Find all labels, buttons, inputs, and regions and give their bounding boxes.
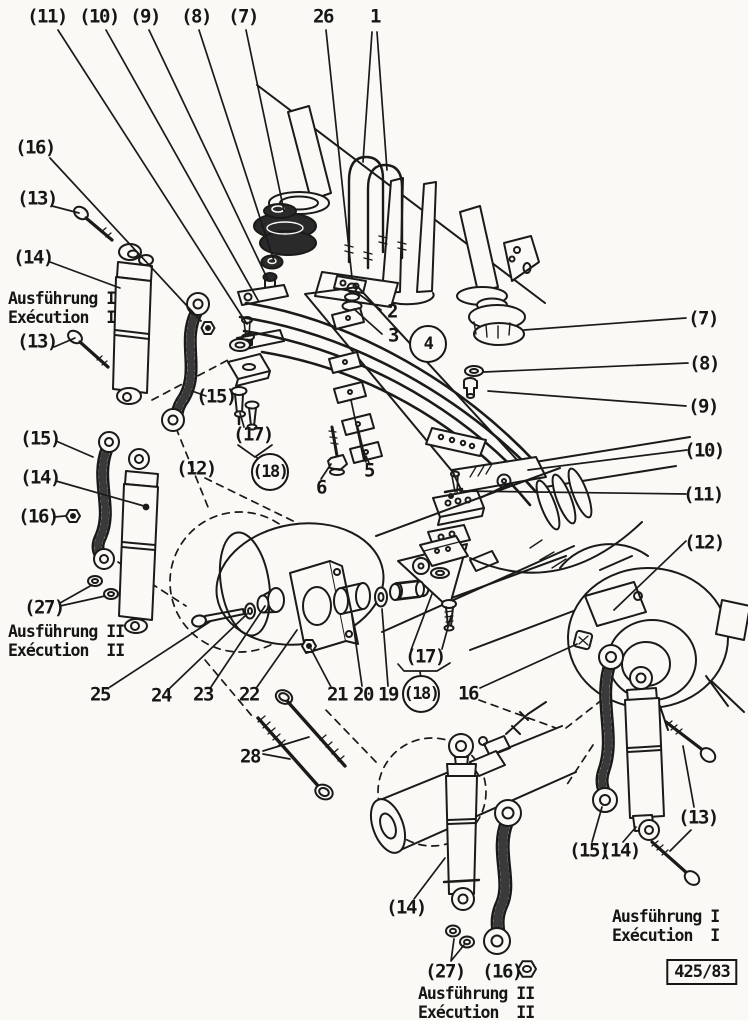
frame-bracket-plate [503, 235, 540, 282]
shock-absorber-upper-left [112, 243, 154, 405]
part-callout-18: (18) [402, 675, 440, 713]
part-callout-18: (18) [251, 453, 289, 491]
fork-bracket [483, 701, 547, 757]
part-callout-13: (13) [17, 187, 58, 210]
spring-clamp-pads [328, 307, 383, 464]
part-callout-3: 3 [388, 324, 399, 347]
part-callout-9: (9) [688, 395, 719, 418]
part-callout-4: 4 [409, 325, 447, 363]
part-callout-9: (9) [130, 5, 161, 28]
part-callout-16: (16) [18, 505, 59, 528]
torque-arm-mid-left [91, 431, 120, 570]
part-callout-16: 16 [458, 682, 479, 705]
part-callout-15: (15) [569, 839, 610, 862]
part-callout-16: (16) [482, 960, 523, 983]
shock-absorber-bottom-right [624, 666, 665, 841]
part-callout-425-83: 425/83 [666, 959, 738, 985]
part-callout-28: 28 [240, 745, 261, 768]
part-callout-12: (12) [684, 531, 725, 554]
shock-bolt-13-right-upper [664, 720, 717, 763]
u-bolts [344, 155, 407, 270]
part-callout-16: (16) [15, 136, 56, 159]
rubber-barrel-20 [333, 582, 371, 615]
clamp-bolt-6 [327, 425, 348, 476]
rear-center-bolt-11 [443, 470, 464, 499]
part-callout-24: 24 [151, 684, 172, 707]
part-callout-14: (14) [13, 246, 54, 269]
cone-bushing-23 [256, 587, 285, 614]
torque-arm-upper-left [161, 292, 210, 432]
washer-19 [374, 586, 388, 608]
spring-hanger-blades [380, 177, 437, 306]
part-callout-14: (14) [20, 466, 61, 489]
part-callout-14: (14) [386, 896, 427, 919]
nut-16-bottom [517, 960, 537, 978]
part-callout-20: 20 [353, 683, 374, 706]
part-callout-15: (15) [20, 427, 61, 450]
part-callout-11: (11) [27, 5, 68, 28]
part-callout-5: 5 [364, 459, 375, 482]
part-callout-13: (13) [17, 330, 58, 353]
part-callout-6: 6 [316, 476, 327, 499]
washer-24 [244, 602, 256, 620]
part-callout-13: (13) [678, 806, 719, 829]
grommet-and-plug [260, 254, 284, 290]
shock-absorber-bottom [442, 733, 481, 911]
nut-16-mid [65, 509, 81, 523]
part-callout-23: 23 [193, 683, 214, 706]
seat-block-cluster [389, 535, 469, 632]
torque-arm-bottom [483, 799, 522, 955]
rubber-mount-cluster [227, 338, 271, 431]
pivot-bolt-25 [191, 608, 245, 628]
nut-16-upper [200, 321, 216, 335]
bump-stop-right [456, 205, 526, 346]
part-callout-22: 22 [239, 683, 260, 706]
part-callout-17: (17) [233, 423, 274, 446]
part-callout-27: (27) [425, 960, 466, 983]
part-callout-1: 1 [370, 5, 381, 28]
part-callout-27: (27) [24, 596, 65, 619]
shock-bolt-13-right-lower [650, 840, 701, 886]
part-callout-12: (12) [176, 457, 217, 480]
part-callout-10: (10) [684, 439, 725, 462]
part-callout-11: (11) [683, 483, 724, 506]
part-callout-2: 2 [387, 300, 398, 323]
part-callout-17: (17) [405, 645, 446, 668]
part-callout-7: (7) [688, 307, 719, 330]
part-callout-21: 21 [327, 683, 348, 706]
buffer-washer-and-plug [463, 365, 484, 399]
part-callout-15: (15) [196, 385, 237, 408]
torque-arm-bottom-right [592, 644, 624, 813]
shock-absorber-mid-left [118, 448, 159, 634]
part-callout-7: (7) [228, 5, 259, 28]
square-nut-16 [572, 629, 594, 651]
part-callout-25: 25 [90, 683, 111, 706]
bump-stop-left [253, 105, 332, 256]
part-callout-8: (8) [181, 5, 212, 28]
part-callout-26: 26 [313, 5, 334, 28]
part-callout-19: 19 [378, 683, 399, 706]
part-callout-8: (8) [689, 352, 720, 375]
washers-27-mid [87, 575, 119, 600]
part-callout-14: (14) [600, 839, 641, 862]
bolts-28 [256, 689, 347, 801]
part-callout-10: (10) [79, 5, 120, 28]
shock-bolt-13-upper [73, 205, 114, 242]
